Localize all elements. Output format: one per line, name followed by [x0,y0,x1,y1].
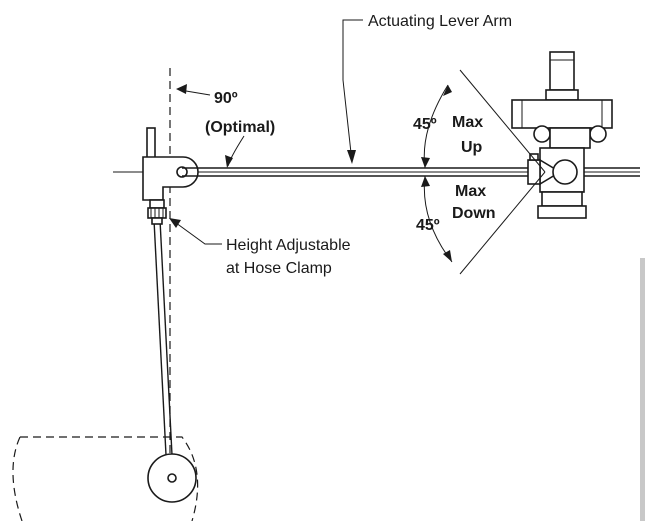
max-down-label-1: Max [455,183,486,200]
switch-housing [511,99,613,129]
page-edge-bar [640,258,645,521]
max-up-label-1: Max [452,114,483,131]
rod-right-edge [159,219,173,456]
switch-bolt-right [589,125,607,143]
angle-45-down-label: 45º [416,217,440,234]
max-down-line [459,171,546,275]
height-label-1: Height Adjustable [226,237,351,254]
tank-outline-top [20,436,199,521]
height-leader [171,219,222,245]
switch-base [541,191,583,207]
max-down-label-2: Down [452,205,496,222]
hose-clamp-upper [149,199,165,209]
lever-arm-leader [342,19,363,163]
switch-mount [537,205,587,219]
pivot-hole [176,166,188,178]
max-up-label-2: Up [461,139,483,156]
angle-45-up-label: 45º [413,116,437,133]
switch-top-cap [549,51,575,91]
pivot-bracket [142,156,199,201]
optimal-label: (Optimal) [205,119,275,136]
max-up-line [459,69,546,173]
lever-arm-label: Actuating Lever Arm [368,13,512,30]
height-label-2: at Hose Clamp [226,260,332,277]
rod-left-edge [153,219,167,456]
switch-bolt-left [533,125,551,143]
float-hub [167,473,177,483]
rod-top-stub [146,127,156,159]
tank-outline-left [12,436,23,521]
switch-mid-block [549,127,591,149]
angle-90-label: 90º [214,90,238,107]
switch-neck [545,89,579,101]
coupler-screw [529,153,539,161]
hose-clamp-lower [151,217,163,225]
switch-pivot-hub [552,159,578,185]
